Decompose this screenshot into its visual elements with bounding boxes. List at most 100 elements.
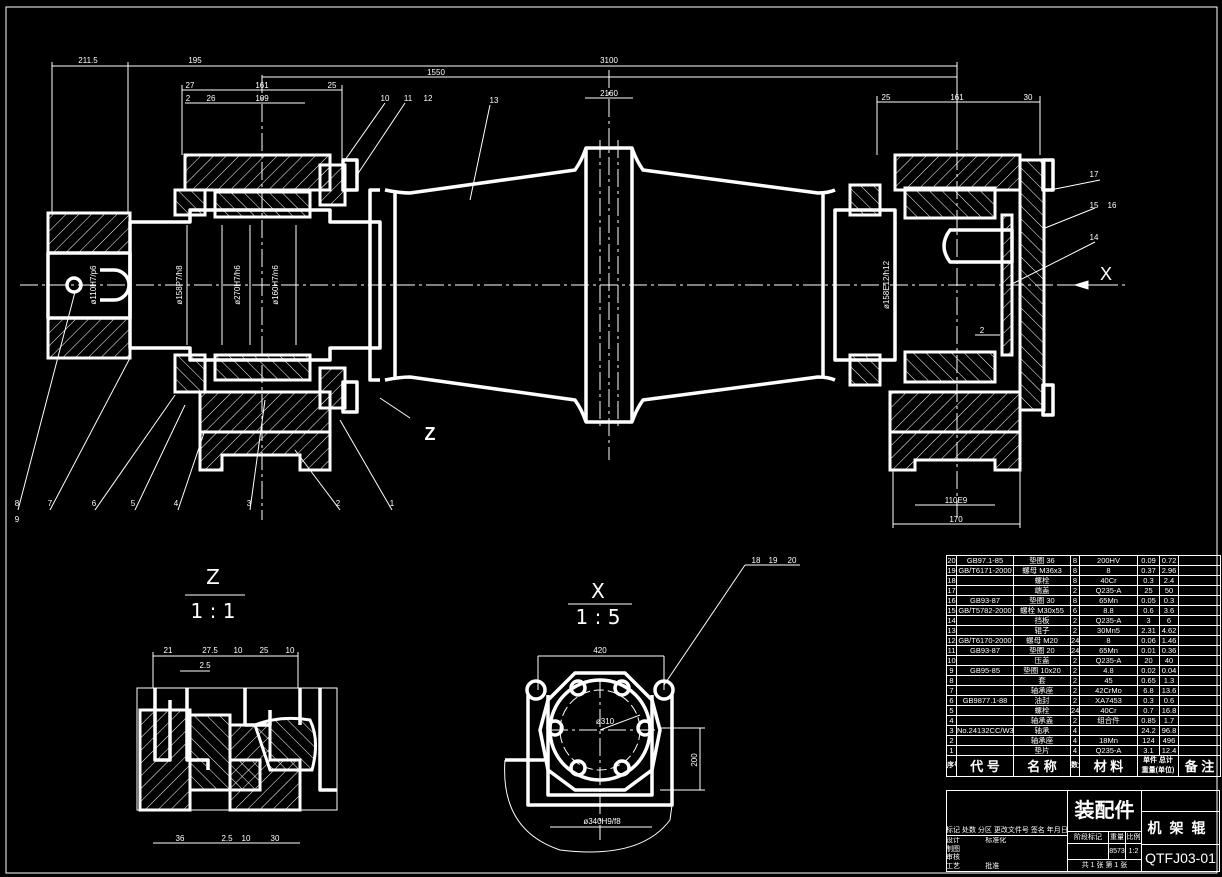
cell-item-no: 5 — [946, 705, 957, 716]
cell-total-weight: 13.6 — [1159, 685, 1179, 696]
cell-remark — [1178, 645, 1221, 656]
x-dim-420: 420 — [593, 646, 607, 655]
cell-remark — [1178, 725, 1221, 736]
cell-unit-weight: 0.65 — [1137, 675, 1160, 686]
cell-quantity: 24 — [1070, 635, 1080, 646]
cell-code: GB93-87 — [956, 645, 1014, 656]
dim-170: 170 — [949, 515, 963, 524]
cell-item-no: 8 — [946, 675, 957, 686]
cell-quantity: 4 — [1070, 745, 1080, 756]
dim-30-right: 30 — [1024, 93, 1033, 102]
z-dim-30: 30 — [271, 834, 280, 843]
cell-remark — [1178, 735, 1221, 746]
label-process: 工艺 — [946, 862, 960, 870]
cell-quantity: 8 — [1070, 555, 1080, 566]
balloon-12: 12 — [424, 94, 433, 103]
cell-item-no: 19 — [946, 565, 957, 576]
z-dim-10a: 10 — [234, 646, 243, 655]
balloon-16: 16 — [1108, 201, 1117, 210]
balloon-17: 17 — [1090, 170, 1099, 179]
cell-total-weight: 1.7 — [1159, 715, 1179, 726]
balloon-8: 8 — [15, 499, 20, 508]
label-zone: 分区 — [977, 827, 992, 834]
dim-161-right: 161 — [950, 93, 964, 102]
cell-remark — [1178, 665, 1221, 676]
cell-name: 垫圈 20 — [1013, 645, 1071, 656]
cell-code — [956, 615, 1014, 626]
dimension-texts: 211.5 195 1550 3100 2160 27 161 25 2 26 … — [78, 56, 1033, 524]
cell-quantity: 24 — [1070, 645, 1080, 656]
balloon-19: 19 — [769, 556, 778, 565]
revision-labels: 标记 处数 分区 更改文件号 签名 年月日 — [946, 825, 1068, 836]
view-marker-x: X — [1100, 264, 1112, 284]
cell-code — [956, 685, 1014, 696]
cell-remark — [1178, 635, 1221, 646]
label-check: 审核 — [946, 854, 960, 861]
x-dim-200: 200 — [690, 753, 699, 767]
cell-material: 200HV — [1079, 555, 1138, 566]
cell-quantity: 2 — [1070, 665, 1080, 676]
cell-unit-weight: 0.06 — [1137, 635, 1160, 646]
cell-name: 螺栓 M30x55 — [1013, 605, 1071, 616]
cell-remark — [1178, 705, 1221, 716]
cell-name: 螺母 M20 — [1013, 635, 1071, 646]
cell-code: GB93-87 — [956, 595, 1014, 606]
cell-material: 65Mn — [1079, 595, 1138, 606]
detail-view-x: X 1 : 5 420 ø310 200 ø340H9/f8 — [504, 564, 800, 853]
view-z-scale: 1 : 1 — [191, 599, 236, 623]
cell-total-weight: 2.4 — [1159, 575, 1179, 586]
cell-item-no: 20 — [946, 555, 957, 566]
z-dim-2-5: 2.5 — [221, 834, 233, 843]
x-dim-340: ø340H9/f8 — [583, 817, 621, 826]
cell-material: 30Mn5 — [1079, 625, 1138, 636]
cell-quantity: 2 — [1070, 615, 1080, 626]
dim-25-left: 25 — [328, 81, 337, 90]
cell-material: 8 — [1079, 565, 1138, 576]
cell-name: 端盖 — [1013, 585, 1071, 596]
cell-code — [956, 715, 1014, 726]
sheet-count: 共 1 张 第 1 张 — [1067, 859, 1142, 872]
cell-total-weight: 6 — [1159, 615, 1179, 626]
cell-remark — [1178, 565, 1221, 576]
cell-remark — [1178, 675, 1221, 686]
cell-item-no: 3 — [946, 725, 957, 736]
cell-name: 轴承座 — [1013, 685, 1071, 696]
view-z-title: Z — [206, 565, 220, 589]
cell-material: 45 — [1079, 675, 1138, 686]
cell-item-no: 4 — [946, 715, 957, 726]
cell-unit-weight: 0.6 — [1137, 605, 1160, 616]
cell-name: 套 — [1013, 675, 1071, 686]
cell-item-no: 17 — [946, 585, 957, 596]
cell-name: 压盖 — [1013, 655, 1071, 666]
cell-material: 65Mn — [1079, 645, 1138, 656]
cell-remark — [1178, 605, 1221, 616]
dim-2: 2 — [186, 94, 191, 103]
detail-view-z: Z 1 : 1 21 27.5 10 25 10 2.5 36 2.5 10 3… — [136, 565, 338, 844]
label-standard: 标准化 — [985, 837, 1007, 844]
dim-109: 109 — [255, 94, 269, 103]
balloon-5: 5 — [131, 499, 136, 508]
z-dim-10: 10 — [242, 834, 251, 843]
cell-total-weight: 1.3 — [1159, 675, 1179, 686]
balloon-11: 11 — [404, 94, 413, 103]
cell-quantity: 6 — [1070, 605, 1080, 616]
cell-item-no: 1 — [946, 745, 957, 756]
label-mark: 标记 — [946, 827, 960, 834]
cell-unit-weight: 24.2 — [1137, 725, 1160, 736]
right-bearing-housing — [848, 153, 1055, 472]
header-weight: 单件 总计重量(单位) — [1137, 755, 1179, 777]
header-weight-unit: 重量(单位) — [1141, 767, 1175, 774]
cell-unit-weight: 20 — [1137, 655, 1160, 666]
cell-code — [956, 625, 1014, 636]
cell-quantity: 2 — [1070, 715, 1080, 726]
cell-remark — [1178, 555, 1221, 566]
sheet-border — [5, 6, 1218, 874]
cell-total-weight: 50 — [1159, 585, 1179, 596]
cell-quantity: 8 — [1070, 575, 1080, 586]
cell-total-weight: 0.72 — [1159, 555, 1179, 566]
